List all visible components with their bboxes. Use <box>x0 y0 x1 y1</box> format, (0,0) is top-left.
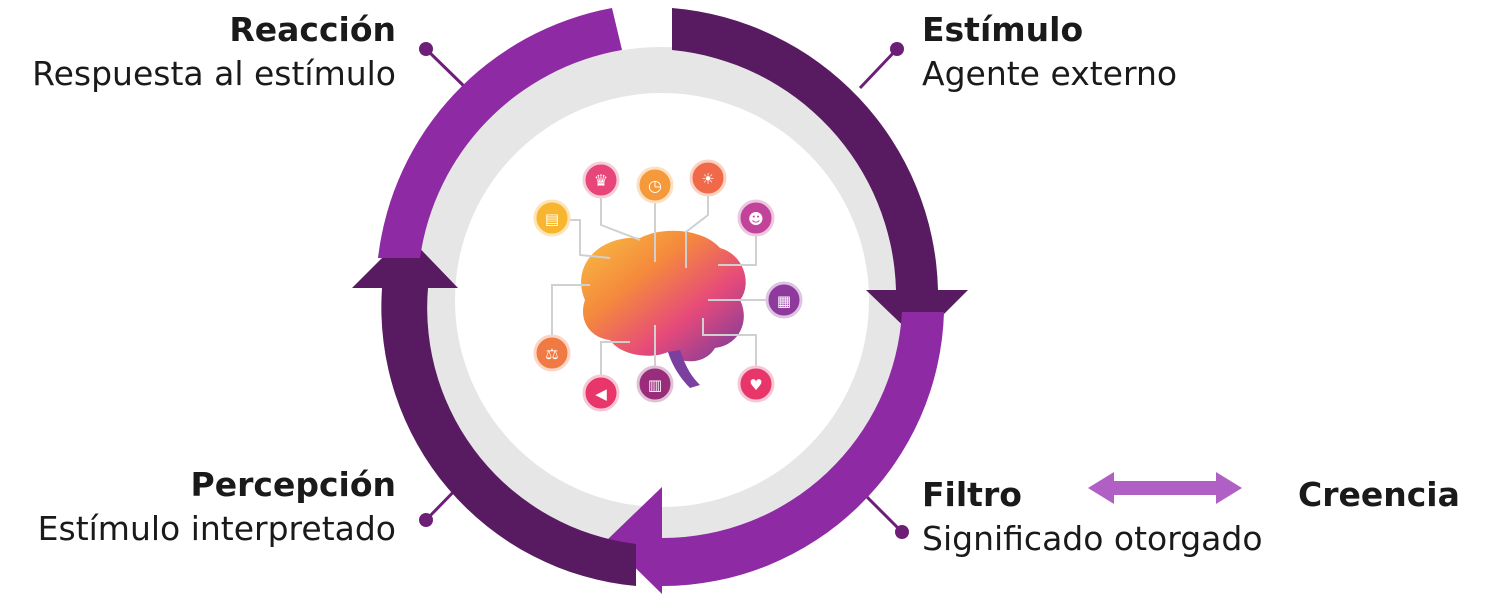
arrow-percepcion-to-reaccion <box>352 234 636 586</box>
stopwatch-icon: ◷ <box>636 166 674 204</box>
svg-text:☻: ☻ <box>748 210 764 228</box>
connector-reaccion <box>419 42 472 94</box>
stage-label-estimulo: Estímulo Agente externo <box>922 8 1177 96</box>
stage-title: Estímulo <box>922 10 1084 49</box>
stage-label-filtro: Filtro Significado otorgado <box>922 473 1263 561</box>
calculator-icon: ▦ <box>765 281 803 319</box>
user-icon: ☻ <box>737 199 775 237</box>
paired-term-creencia: Creencia <box>1298 475 1460 514</box>
arrow-filtro-to-percepcion <box>607 312 944 594</box>
svg-text:▦: ▦ <box>777 292 791 310</box>
stage-desc: Significado otorgado <box>922 519 1263 558</box>
stage-label-reaccion: Reacción Respuesta al estímulo <box>32 8 396 96</box>
svg-text:☀: ☀ <box>701 170 714 188</box>
heart-icon: ♥ <box>737 365 775 403</box>
chat-icon: ▤ <box>533 199 571 237</box>
trash-icon: ▥ <box>636 365 674 403</box>
stage-desc: Agente externo <box>922 54 1178 93</box>
stage-label-percepcion: Percepción Estímulo interpretado <box>38 463 396 551</box>
stage-title: Reacción <box>229 10 396 49</box>
svg-text:⚖: ⚖ <box>545 345 558 363</box>
stage-title: Filtro <box>922 475 1022 514</box>
svg-text:◷: ◷ <box>648 176 662 195</box>
bidirectional-arrow <box>1088 472 1242 504</box>
svg-text:▤: ▤ <box>545 210 559 228</box>
connector-filtro <box>860 490 909 539</box>
stage-desc: Respuesta al estímulo <box>32 54 396 93</box>
connector-estimulo <box>858 42 904 90</box>
crown-icon: ♛ <box>582 161 620 199</box>
svg-text:▥: ▥ <box>648 376 662 394</box>
speaker-icon: ◀ <box>582 374 620 412</box>
svg-text:♛: ♛ <box>594 171 608 190</box>
stage-title: Percepción <box>190 465 396 504</box>
arrow-reaccion-to-estimulo <box>378 8 622 258</box>
arrow-estimulo-to-filtro <box>672 8 968 340</box>
stage-desc: Estímulo interpretado <box>37 509 396 548</box>
lightbulb-icon: ☀ <box>689 159 727 197</box>
svg-text:♥: ♥ <box>749 376 762 394</box>
svg-text:◀: ◀ <box>595 385 607 403</box>
scales-icon: ⚖ <box>533 334 571 372</box>
